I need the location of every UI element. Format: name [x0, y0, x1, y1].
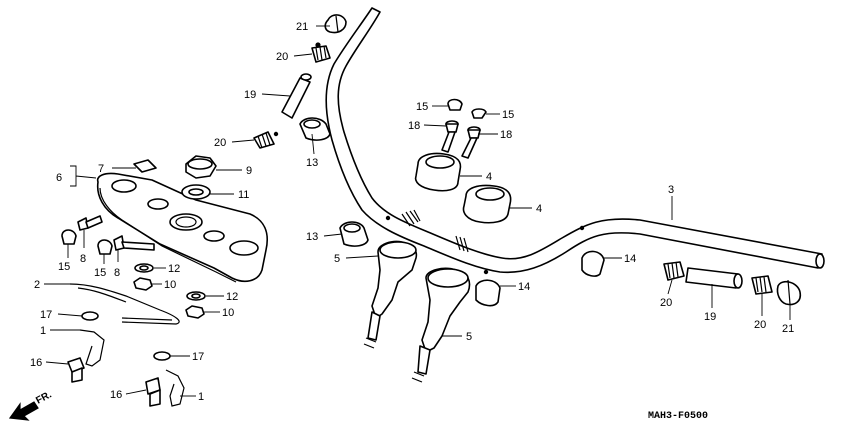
- cap-7: [133, 159, 157, 173]
- callouts: 21 20 19 20 13 15 15 18 18 4 4 3 7 6 9 1…: [30, 21, 794, 403]
- callout-10-a: 10: [164, 279, 176, 291]
- clamp-13-top: [299, 117, 331, 141]
- clamp-14-right: [581, 250, 605, 277]
- top-bridge: [96, 172, 268, 283]
- callout-11: 11: [238, 189, 249, 201]
- callout-6: 6: [56, 172, 62, 184]
- callout-8-left: 8: [80, 253, 86, 265]
- callout-12-a: 12: [168, 263, 180, 275]
- callout-17-b: 17: [192, 351, 204, 363]
- washer-17-a: [81, 311, 99, 321]
- callout-16-a: 16: [30, 357, 42, 369]
- callout-7: 7: [98, 163, 104, 175]
- callout-14-right: 14: [624, 253, 636, 265]
- callout-2: 2: [34, 279, 40, 291]
- upper-holder-4a: [414, 152, 462, 192]
- callout-20-right-a: 20: [660, 297, 672, 309]
- front-direction-arrow: FR.: [8, 389, 54, 421]
- handlebar-holder-right: [411, 267, 471, 383]
- callout-15-mid-bridge: 15: [94, 267, 106, 279]
- upper-holder-4b: [462, 184, 512, 224]
- clip-21-top: [324, 14, 347, 34]
- callout-15-left-bridge: 15: [58, 261, 70, 273]
- callout-20-right-b: 20: [754, 319, 766, 331]
- clamp-14-center: [475, 279, 501, 307]
- callout-17-a: 17: [40, 309, 52, 321]
- washer-12-b: [186, 291, 206, 301]
- nut-10-b: [185, 305, 205, 319]
- cap-15-mid: [97, 239, 113, 255]
- callout-16-b: 16: [110, 389, 122, 401]
- bolt-8-left: [77, 215, 103, 231]
- callout-5-left: 5: [334, 253, 340, 265]
- washer-17-b: [153, 351, 171, 361]
- nut-10-a: [133, 277, 153, 291]
- callout-21-right: 21: [782, 323, 794, 335]
- callout-20-top: 20: [276, 51, 288, 63]
- callout-8-mid: 8: [114, 267, 120, 279]
- callout-15-right: 15: [502, 109, 514, 121]
- weight-20-top: [311, 42, 331, 63]
- bolt-8-mid: [113, 235, 155, 251]
- callout-5-right: 5: [466, 331, 472, 343]
- bolt-cap-right: [471, 108, 487, 119]
- handlebar: [325, 7, 825, 275]
- cable-guide-2: [69, 283, 180, 325]
- clamp-13-bottom: [339, 221, 369, 247]
- washer-11: [181, 184, 211, 200]
- nut-9: [185, 155, 217, 179]
- callout-20-mid: 20: [214, 137, 226, 149]
- callout-15-left: 15: [416, 101, 428, 113]
- callout-3: 3: [668, 184, 674, 196]
- callout-1-a: 1: [40, 325, 46, 337]
- callout-12-b: 12: [226, 291, 238, 303]
- bolt-16-a: [67, 357, 85, 383]
- clip-1-a: [79, 329, 105, 367]
- direction-label: FR.: [34, 389, 54, 406]
- bolt-cap-left: [447, 98, 463, 111]
- callout-18-left: 18: [408, 120, 420, 132]
- callout-13-bottom: 13: [306, 231, 318, 243]
- holder-bolt-right: [461, 126, 481, 159]
- callout-10-b: 10: [222, 307, 234, 319]
- callout-4-lower: 4: [536, 203, 542, 215]
- bolt-16-b: [145, 377, 161, 407]
- clip-1-b: [165, 369, 185, 407]
- weight-20-right-b: [751, 275, 773, 295]
- callout-19-right: 19: [704, 311, 716, 323]
- callout-14-center: 14: [518, 281, 530, 293]
- callout-1-b: 1: [198, 391, 204, 403]
- clip-21-right: [776, 279, 802, 306]
- callout-4-upper: 4: [486, 171, 492, 183]
- callout-18-right: 18: [500, 129, 512, 141]
- weight-19-top: [281, 73, 312, 119]
- weight-20-mid: [253, 131, 279, 149]
- leader-lines: [44, 25, 791, 397]
- weight-20-right-a: [663, 261, 685, 281]
- washer-12-a: [134, 263, 154, 273]
- callout-9: 9: [246, 165, 252, 177]
- cap-15-left: [61, 229, 77, 245]
- handlebar-holder-left: [363, 240, 418, 349]
- weight-19-right: [685, 267, 743, 289]
- callout-19-top: 19: [244, 89, 256, 101]
- callout-21-top: 21: [296, 21, 308, 33]
- callout-13-top: 13: [306, 157, 318, 169]
- holder-bolt-left: [441, 120, 459, 153]
- diagram-code: MAH3-F0500: [648, 411, 708, 422]
